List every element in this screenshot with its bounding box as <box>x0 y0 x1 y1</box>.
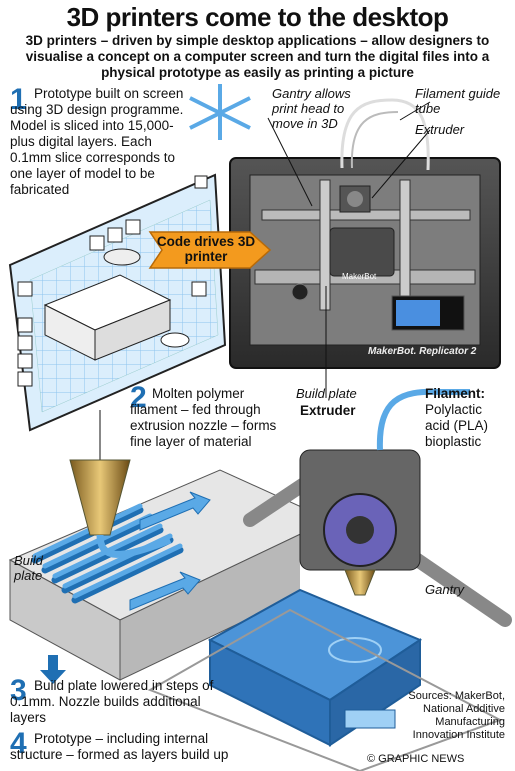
printer-brand: MakerBot. Replicator 2 <box>368 346 477 357</box>
step-3-text: Build plate lowered in steps of 0.1mm. N… <box>10 678 214 725</box>
code-drives-arrow <box>148 231 272 269</box>
printer-small-brand: MakerBot <box>342 272 377 281</box>
code-drives-label: Code drives 3D printer <box>156 234 256 264</box>
printer-extruder-block <box>329 227 395 277</box>
step-4-number: 4 <box>10 727 27 760</box>
label-extruder-top: Extruder <box>415 122 465 137</box>
step-4-text: Prototype – including internal structure… <box>10 731 229 762</box>
view-icon <box>191 281 207 297</box>
add-icon <box>89 235 105 251</box>
graphic-news-credit: © GRAPHIC NEWS <box>367 753 465 765</box>
sources-text: Sources: MakerBot, National Additive Man… <box>408 690 505 741</box>
step-2-number: 2 <box>130 381 147 414</box>
download-icon <box>125 219 141 235</box>
base-plate <box>147 608 503 771</box>
label-gantry: Gantry <box>425 582 465 597</box>
label-build-plate-left: Build plate <box>14 553 43 583</box>
printer <box>229 98 501 369</box>
step-1-number: 1 <box>10 83 27 116</box>
move-tool-icon <box>17 335 33 351</box>
pointer-tool-icon <box>17 317 33 333</box>
copy-icon <box>107 227 123 243</box>
label-gantry-allows: Gantry allows print head to move in 3D <box>272 86 351 131</box>
label-extruder-mid: Extruder <box>300 403 356 418</box>
label-filament-desc: Polylactic acid (PLA) bioplastic <box>425 402 489 449</box>
step-1-text: Prototype built on screen using 3D desig… <box>10 86 184 197</box>
code-drives-callout: Code drives 3D printer <box>150 232 262 268</box>
step-3-number: 3 <box>10 674 27 707</box>
axis-arrows-icon <box>189 84 251 140</box>
page-subtitle: 3D printers – driven by simple desktop a… <box>25 33 490 80</box>
scale-tool-icon <box>17 371 33 387</box>
label-build-plate-mid: Build plate <box>296 386 357 401</box>
help-icon <box>194 175 208 189</box>
home-icon <box>17 281 33 297</box>
page-title: 3D printers come to the desktop <box>66 2 449 32</box>
rotate-tool-icon <box>17 353 33 369</box>
label-filament-guide: Filament guide tube <box>415 86 501 116</box>
step-2-text: Molten polymer filament – fed through ex… <box>130 386 277 449</box>
label-filament-title: Filament: <box>425 386 486 401</box>
build-detail <box>8 459 332 684</box>
